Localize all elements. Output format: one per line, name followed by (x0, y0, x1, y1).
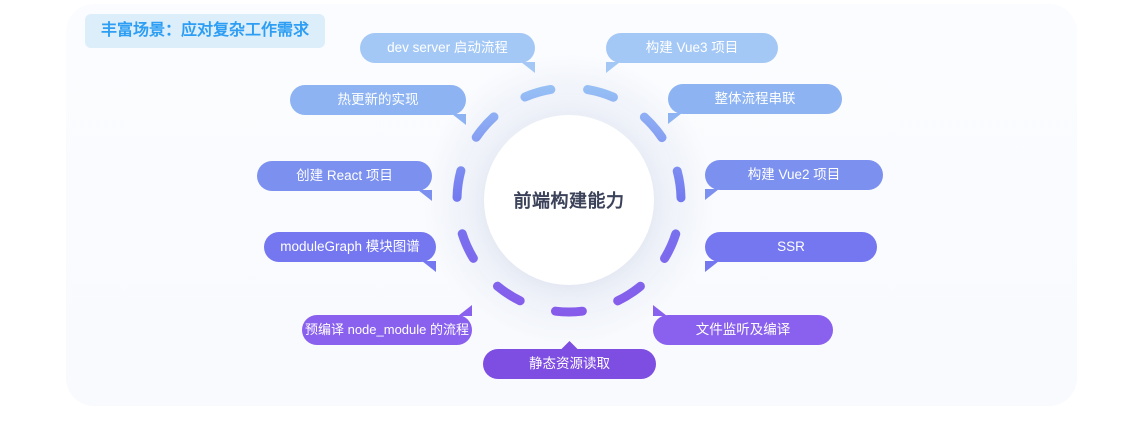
bubble-label: 静态资源读取 (529, 356, 610, 371)
bubble-react: 创建 React 项目 (257, 161, 432, 201)
bubble-label: dev server 启动流程 (387, 40, 508, 55)
section-title-badge: 丰富场景：应对复杂工作需求 (85, 14, 326, 48)
bubble-tail (452, 114, 466, 125)
bubble-label: moduleGraph 模块图谱 (280, 239, 420, 254)
bubble-vue2: 构建 Vue2 项目 (705, 160, 883, 200)
bubble-label: 热更新的实现 (337, 92, 419, 107)
bubble-tail (521, 62, 535, 73)
bubble-tail (606, 62, 620, 73)
bubble-module-graph: moduleGraph 模块图谱 (264, 232, 436, 272)
bubble-label: 构建 Vue3 项目 (645, 40, 739, 55)
bubble-tail (668, 113, 682, 124)
center-title: 前端构建能力 (513, 191, 625, 211)
bubble-dev-server: dev server 启动流程 (360, 33, 535, 73)
bubble-tail (653, 305, 667, 316)
bubble-overall-flow: 整体流程串联 (668, 84, 842, 124)
bubble-tail (418, 190, 432, 201)
bubble-ssr: SSR (705, 232, 877, 272)
bubble-label: SSR (777, 239, 805, 254)
bubble-label: 文件监听及编译 (695, 322, 791, 337)
bubble-tail (560, 341, 579, 350)
bubble-label: 构建 Vue2 项目 (747, 167, 841, 182)
bubble-tail (422, 261, 436, 272)
bubble-tail (705, 261, 719, 272)
bubble-tail (458, 305, 472, 316)
center-circle: 前端构建能力 (484, 115, 654, 285)
bubble-vue3: 构建 Vue3 项目 (606, 33, 778, 73)
bubble-label: 整体流程串联 (714, 91, 796, 106)
bubble-static-assets: 静态资源读取 (483, 341, 656, 379)
bubble-label: 预编译 node_module 的流程 (304, 322, 469, 337)
bubble-tail (705, 189, 719, 200)
bubble-label: 创建 React 项目 (296, 168, 393, 183)
bubble-file-watch: 文件监听及编译 (653, 305, 833, 345)
bubble-hot-update: 热更新的实现 (290, 85, 466, 125)
bubble-precompile: 预编译 node_module 的流程 (302, 305, 472, 345)
